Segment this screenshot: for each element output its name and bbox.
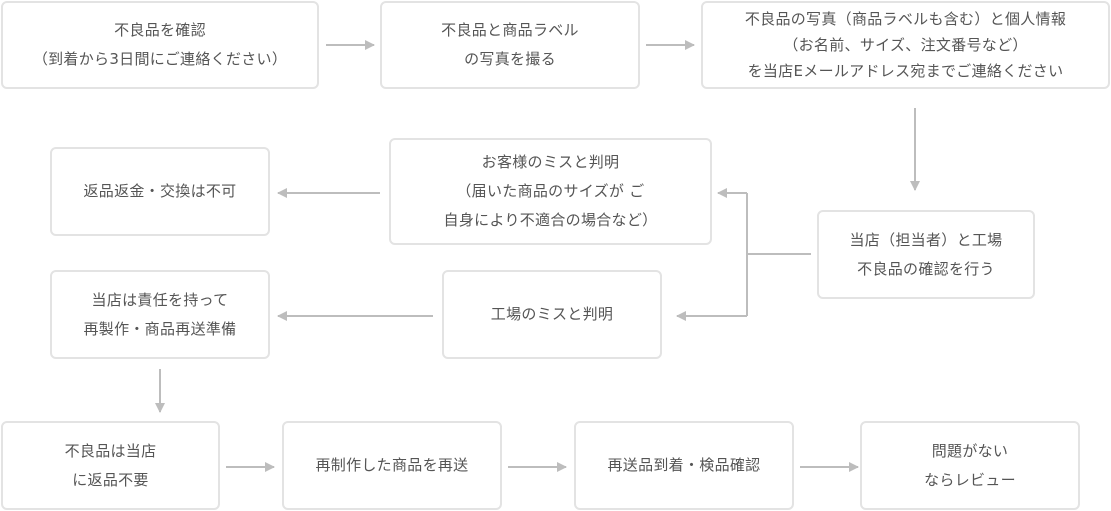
step-no-need-return-line-2: に返品不要 <box>72 470 149 489</box>
step-review-line-1: 問題がない <box>931 441 1009 460</box>
step-customer-mistake: お客様のミスと判明 （届いた商品のサイズが ご 自身により不適合の場合など） <box>389 138 712 245</box>
step-take-photo: 不良品と商品ラベル の写真を撮る <box>380 1 640 89</box>
step-email-shop-line-1: 不良品の写真（商品ラベルも含む）と個人情報 <box>744 10 1067 28</box>
step-report-defect: 不良品を確認 （到着から3日間にご連絡ください） <box>1 1 319 89</box>
step-factory-check-line-2: 不良品の確認を行う <box>857 259 995 278</box>
step-no-need-return: 不良品は当店 に返品不要 <box>1 421 220 510</box>
step-review: 問題がない ならレビュー <box>860 421 1080 510</box>
step-shop-responsible-line-1: 当店は責任を持って <box>91 290 229 309</box>
step-report-defect-line-1: 不良品を確認 <box>114 21 206 39</box>
step-customer-mistake-line-1: お客様のミスと判明 <box>481 153 620 171</box>
step-factory-check: 当店（担当者）と工場 不良品の確認を行う <box>817 210 1035 299</box>
step-no-return-line-1: 返品返金・交換は不可 <box>83 182 237 200</box>
step-no-need-return-line-1: 不良品は当店 <box>64 441 157 460</box>
step-email-shop: 不良品の写真（商品ラベルも含む）と個人情報 （お名前、サイズ、注文番号など） を… <box>701 1 1110 89</box>
step-shop-responsible-line-2: 再製作・商品再送準備 <box>83 319 237 338</box>
step-shop-responsible: 当店は責任を持って 再製作・商品再送準備 <box>50 270 270 359</box>
step-arrival-inspection-line-1: 再送品到着・検品確認 <box>607 456 761 474</box>
step-take-photo-line-1: 不良品と商品ラベル <box>441 21 579 39</box>
step-factory-mistake: 工場のミスと判明 <box>442 270 662 359</box>
step-remake-resend-line-1: 再制作した商品を再送 <box>315 456 469 474</box>
step-review-line-2: ならレビュー <box>924 470 1016 489</box>
step-arrival-inspection: 再送品到着・検品確認 <box>574 421 794 510</box>
step-take-photo-line-2: の写真を撮る <box>464 50 556 68</box>
step-factory-check-line-1: 当店（担当者）と工場 <box>849 230 1003 249</box>
step-email-shop-line-3: を当店Eメールアドレス宛までご連絡ください <box>747 62 1064 80</box>
step-email-shop-line-2: （お名前、サイズ、注文番号など） <box>783 36 1028 54</box>
step-customer-mistake-line-2: （届いた商品のサイズが ご <box>456 182 645 200</box>
step-remake-resend: 再制作した商品を再送 <box>282 421 502 510</box>
step-factory-mistake-line-1: 工場のミスと判明 <box>490 305 614 323</box>
step-no-return: 返品返金・交換は不可 <box>50 147 270 236</box>
step-customer-mistake-line-3: 自身により不適合の場合など） <box>443 211 658 229</box>
step-report-defect-line-2: （到着から3日間にご連絡ください） <box>32 50 288 68</box>
